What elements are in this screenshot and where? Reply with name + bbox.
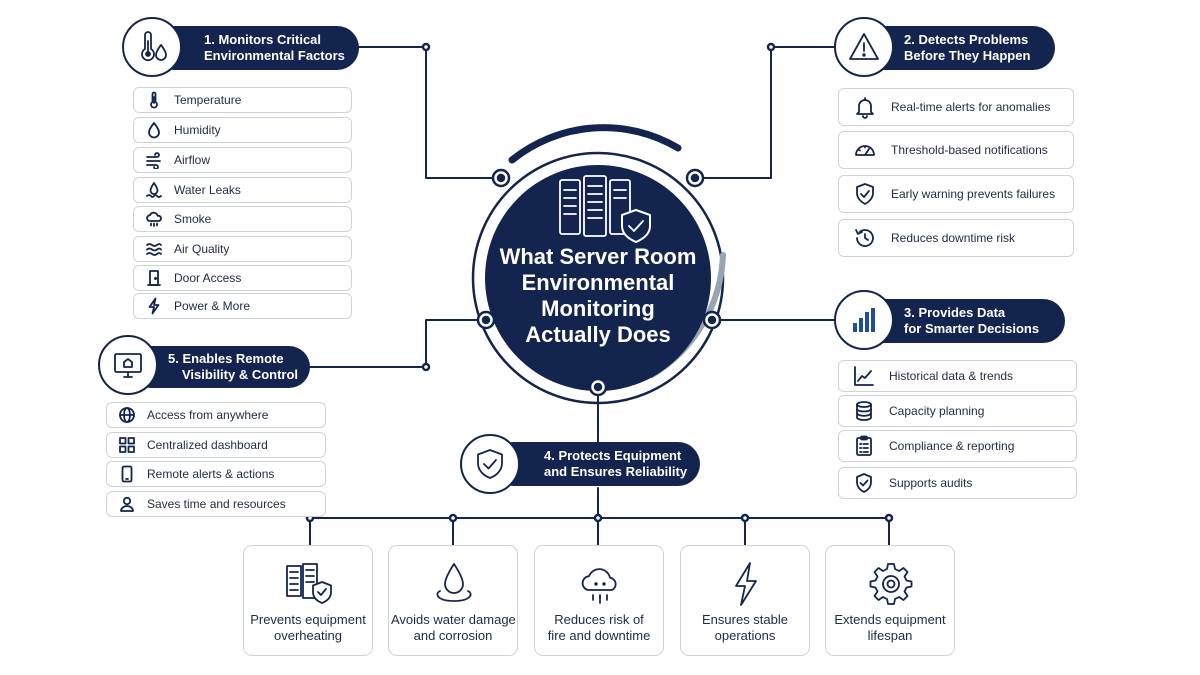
bell-icon	[839, 95, 891, 119]
thermometer-droplet-icon	[122, 17, 182, 77]
clipboard-checklist-icon	[839, 435, 889, 457]
list-item: Smoke	[133, 206, 352, 232]
lightning-icon	[735, 562, 757, 606]
monitor-icon	[98, 335, 158, 395]
hub-title: What Server Room Environmental Monitorin…	[499, 244, 697, 347]
airflow-icon	[134, 151, 174, 169]
user-icon	[107, 495, 147, 513]
globe-icon	[107, 406, 147, 424]
list-item: Real-time alerts for anomalies	[838, 88, 1074, 126]
server-rack-shield-icon	[559, 175, 651, 243]
section-remote-title: 5. Enables Remote Visibility & Control	[130, 346, 310, 388]
gauge-icon	[839, 138, 891, 162]
lightning-icon	[134, 297, 174, 315]
list-item: Saves time and resources	[106, 491, 326, 517]
list-item: Airflow	[133, 147, 352, 173]
door-icon	[134, 269, 174, 287]
list-item: Water Leaks	[133, 177, 352, 203]
clock-history-icon	[839, 226, 891, 250]
list-item: Threshold-based notifications	[838, 131, 1074, 169]
water-leak-icon	[134, 181, 174, 199]
shield-check-icon	[460, 434, 520, 494]
list-item: Centralized dashboard	[106, 432, 326, 458]
list-item: Supports audits	[838, 467, 1077, 499]
dashboard-grid-icon	[107, 436, 147, 454]
bar-chart-icon	[834, 290, 894, 350]
list-item: Power & More	[133, 293, 352, 319]
droplet-icon	[134, 121, 174, 139]
section-monitors-title: 1. Monitors Critical Environmental Facto…	[152, 26, 359, 70]
trend-line-icon	[839, 365, 889, 387]
shield-check-icon	[839, 182, 891, 206]
list-item: Early warning prevents failures	[838, 175, 1074, 213]
list-item: Reduces downtime risk	[838, 219, 1074, 257]
list-item: Historical data & trends	[838, 360, 1077, 392]
thermometer-icon	[134, 91, 174, 109]
smartphone-icon	[107, 465, 147, 483]
cloud-rain-icon	[581, 568, 617, 604]
server-shield-icon	[286, 563, 332, 604]
section-protects-title: 4. Protects Equipment and Ensures Reliab…	[492, 442, 700, 486]
list-item: Door Access	[133, 265, 352, 291]
list-item: Remote alerts & actions	[106, 461, 326, 487]
water-drop-icon	[436, 563, 472, 602]
list-item: Temperature	[133, 87, 352, 113]
gear-icon	[869, 563, 913, 605]
database-icon	[839, 400, 889, 422]
list-item: Humidity	[133, 117, 352, 143]
list-item: Capacity planning	[838, 395, 1077, 427]
list-item: Air Quality	[133, 236, 352, 262]
shield-check-icon	[839, 472, 889, 494]
warning-icon	[834, 17, 894, 77]
smoke-icon	[134, 210, 174, 228]
list-item: Access from anywhere	[106, 402, 326, 428]
air-quality-icon	[134, 240, 174, 258]
list-item: Compliance & reporting	[838, 430, 1077, 462]
